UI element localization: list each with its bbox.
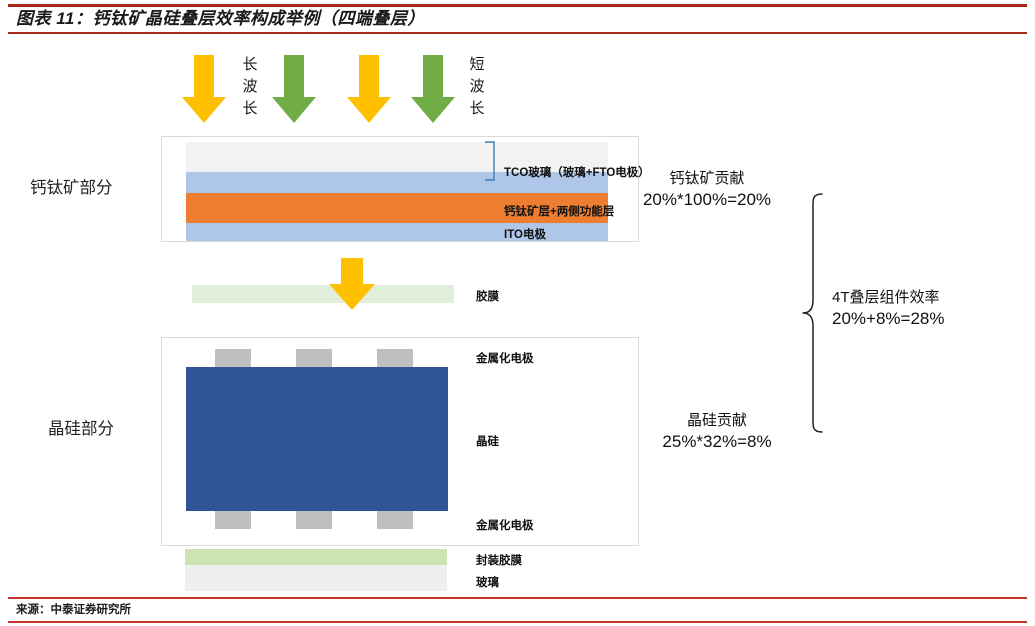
label-short-wavelength-char-2: 波 [469,78,485,95]
annotation-total-title: 4T叠层组件效率 [832,289,940,306]
label-long-wavelength-char-3: 长 [242,100,258,117]
annotation-total-formula: 20%+8%=28% [832,309,945,328]
label-long-wavelength-char-1: 长 [242,56,258,73]
perovskite-layer [186,193,608,223]
fto-electrode-layer [186,172,608,193]
encapsulation-film-label: 封装胶膜 [476,555,522,567]
metal-electrode-top [296,349,332,367]
arrow-green-1 [272,55,316,123]
section-label-perovskite: 钙钛矿部分 [30,179,113,197]
label-short-wavelength-char-3: 长 [469,100,485,117]
annotation-perovskite-contribution: 钙钛矿贡献 20%*100%=20% [612,168,802,210]
header-rule-top [8,4,1027,7]
label-long-wavelength: 长 波 长 [241,54,259,120]
back-glass-layer [185,565,447,591]
arrow-yellow-2 [347,55,391,123]
total-efficiency-brace [802,193,823,433]
section-label-silicon: 晶硅部分 [48,420,114,438]
metal-electrode-top [215,349,251,367]
metal-electrode-top-label: 金属化电极 [476,353,534,365]
ito-electrode-label: ITO电极 [504,229,546,241]
adhesive-film-label: 胶膜 [476,291,499,303]
metal-electrode-bottom [296,511,332,529]
tco-glass-bracket [485,141,495,181]
annotation-perovskite-formula: 20%*100%=20% [642,190,772,209]
annotation-silicon-contribution: 晶硅贡献 25%*32%=8% [622,410,812,452]
footer-rule-bottom [8,621,1027,623]
encapsulation-film-layer [185,549,447,565]
metal-electrode-top [377,349,413,367]
label-short-wavelength: 短 波 长 [468,54,486,120]
perovskite-panel [161,136,639,242]
perovskite-layer-label: 钙钛矿层+两侧功能层 [504,206,615,218]
page-title: 图表 11：钙钛矿晶硅叠层效率构成举例（四端叠层） [16,9,425,28]
annotation-silicon-formula: 25%*32%=8% [662,432,772,451]
arrow-green-2 [411,55,455,123]
tco-glass-label: TCO玻璃（玻璃+FTO电极） [504,167,650,179]
tco-glass-layer [186,142,608,172]
silicon-panel [161,337,639,546]
back-glass-label: 玻璃 [476,577,499,589]
metal-electrode-bottom [377,511,413,529]
silicon-wafer-layer [186,367,448,511]
annotation-silicon-title: 晶硅贡献 [686,412,747,429]
label-short-wavelength-char-1: 短 [469,56,485,73]
header-rule-bottom [8,32,1027,34]
metal-electrode-bottom [215,511,251,529]
annotation-perovskite-title: 钙钛矿贡献 [669,170,745,187]
metal-electrode-bottom-label: 金属化电极 [476,520,534,532]
ito-electrode-layer [186,223,608,241]
source-note: 来源：中泰证券研究所 [16,604,131,616]
footer-rule-top [8,597,1027,599]
arrow-middle-transmission [329,258,375,310]
label-long-wavelength-char-2: 波 [242,78,258,95]
arrow-yellow-1 [182,55,226,123]
annotation-total-efficiency: 4T叠层组件效率 20%+8%=28% [832,287,1032,329]
silicon-wafer-label: 晶硅 [476,436,499,448]
adhesive-film-layer [192,285,454,303]
